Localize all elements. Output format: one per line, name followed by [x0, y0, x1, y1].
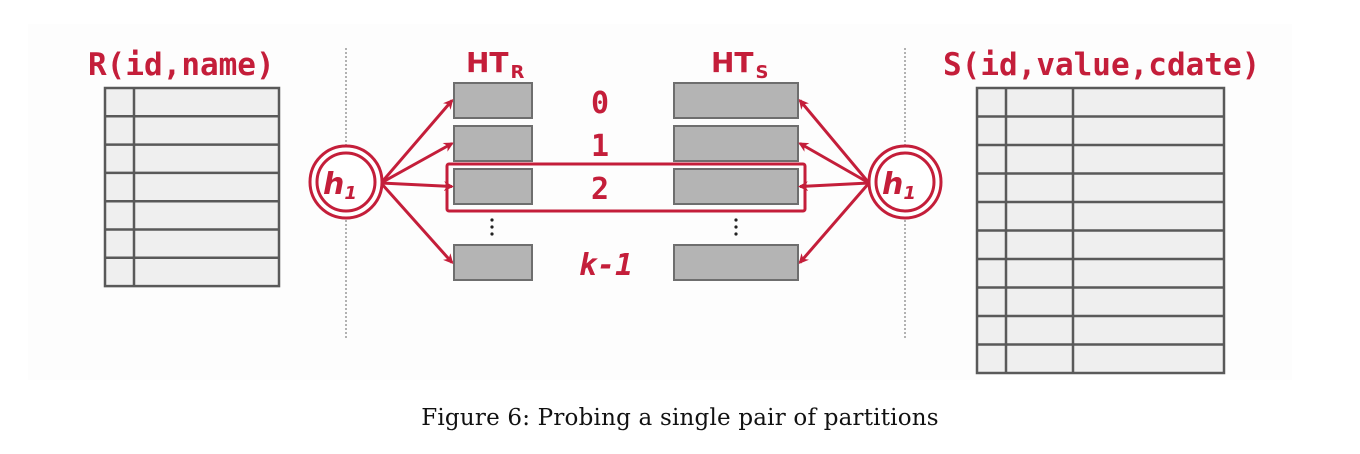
- figure-caption: Figure 6: Probing a single pair of parti…: [421, 405, 939, 431]
- ht-r-bucket-2: [453, 168, 533, 205]
- relation-s-title: S(id,value,cdate): [943, 47, 1260, 83]
- right-arrow-2: [798, 181, 870, 192]
- left-hash-label: h1: [323, 167, 357, 204]
- right-hash-inner-ring: [874, 151, 936, 213]
- left-hash-subscript: 1: [344, 183, 357, 204]
- left-hash-function: h1: [308, 144, 384, 220]
- left-hash-inner-ring: [315, 151, 377, 213]
- right-arrow-3: [798, 182, 871, 265]
- ht-s-bucket-0: [673, 82, 799, 119]
- relation-r-table: [103, 86, 281, 288]
- right-hash-name: h: [882, 167, 903, 202]
- ht-r-bucket-0: [453, 82, 533, 119]
- left-hash-arrows: [379, 98, 454, 264]
- left-arrow-3: [379, 182, 454, 264]
- bucket-label-2: 2: [591, 172, 609, 207]
- right-hash-label: h1: [882, 167, 916, 204]
- relation-s-table: [975, 86, 1226, 375]
- right-hash-arrows: [798, 98, 871, 265]
- left-hash-name: h: [323, 167, 344, 202]
- ht-s-buckets: [673, 82, 799, 281]
- right-hash-function: h1: [867, 144, 943, 220]
- ht-s-title-sub: S: [756, 62, 769, 83]
- right-arrow-0: [798, 98, 871, 184]
- ht-s-ellipsis: [734, 218, 738, 236]
- ht-s-bucket-3: [673, 244, 799, 281]
- ht-s-bucket-2: [673, 168, 799, 205]
- ht-r-bucket-3: [453, 244, 533, 281]
- left-arrow-2: [380, 181, 454, 192]
- bucket-label-1: 1: [591, 129, 609, 164]
- right-arrow-1: [798, 142, 870, 185]
- ht-s-title-main: HT: [711, 46, 754, 79]
- bucket-label-k-minus-1: k-1: [579, 248, 633, 283]
- relation-r-frame: [103, 86, 281, 288]
- left-arrow-0: [379, 98, 454, 184]
- ht-r-title-sub: R: [511, 62, 525, 83]
- ht-r-buckets: [453, 82, 533, 281]
- ht-r-ellipsis: [490, 218, 494, 236]
- ht-r-bucket-1: [453, 125, 533, 162]
- ht-r-title-main: HT: [466, 46, 509, 79]
- right-hash-subscript: 1: [903, 183, 916, 204]
- bucket-label-0: 0: [591, 86, 609, 121]
- relation-r-title: R(id,name): [88, 47, 275, 83]
- left-arrow-1: [380, 142, 454, 185]
- ht-s-bucket-1: [673, 125, 799, 162]
